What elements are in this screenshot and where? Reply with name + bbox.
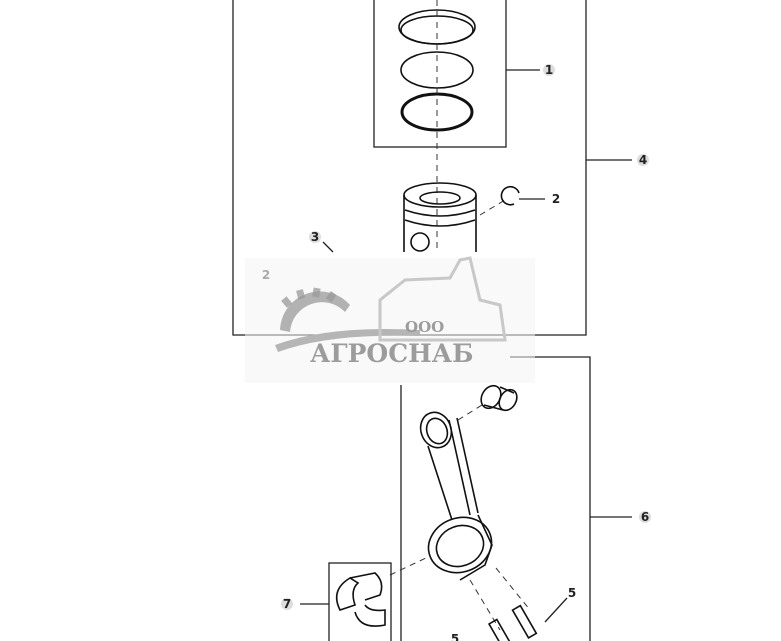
callout-5[interactable]: 5 [568, 586, 576, 600]
svg-text:6: 6 [641, 510, 649, 524]
connecting-rod [389, 411, 531, 631]
piston [403, 182, 506, 252]
svg-text:2: 2 [552, 192, 560, 206]
watermark-prefix: ООО [405, 318, 444, 336]
piston-pin-bushing [457, 384, 518, 421]
callout-2[interactable]: 2 [552, 192, 560, 206]
callout-6[interactable]: 6 [639, 510, 651, 524]
connecting-rod-group-bracket [400, 356, 632, 641]
callout-3[interactable]: 3 [309, 230, 321, 244]
callout-1[interactable]: 1 [543, 63, 555, 77]
svg-text:2: 2 [262, 268, 270, 282]
bearing-shells-box [300, 562, 392, 641]
callout-4[interactable]: 4 [637, 153, 649, 167]
svg-text:4: 4 [639, 153, 647, 167]
leader-3 [322, 241, 334, 253]
svg-text:5: 5 [568, 586, 576, 600]
callout-2-faint[interactable]: 2 [262, 268, 270, 282]
svg-text:5: 5 [451, 632, 459, 641]
svg-text:7: 7 [283, 597, 291, 611]
callout-5-lower[interactable]: 5 [451, 632, 459, 641]
svg-text:3: 3 [311, 230, 319, 244]
callout-7[interactable]: 7 [281, 597, 293, 611]
rod-bolts [487, 597, 568, 641]
svg-text:1: 1 [545, 63, 553, 77]
circlip [500, 185, 545, 206]
piston-rings-box [373, 0, 540, 250]
watermark-brand: АГРОСНАБ [310, 339, 473, 368]
agrosnab-watermark-logo: ООО АГРОСНАБ [245, 256, 535, 383]
